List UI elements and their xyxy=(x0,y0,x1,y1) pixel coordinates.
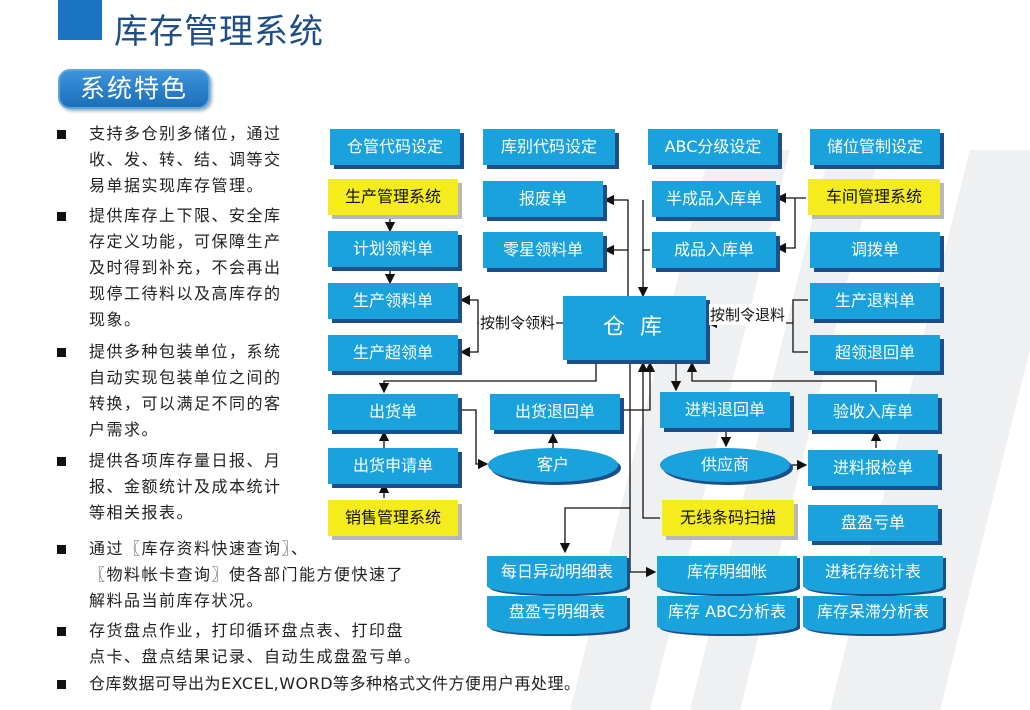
shipment-request-box: 出货申请单 xyxy=(328,448,458,484)
stocktake-detail-report: 盘盈亏明细表 xyxy=(487,596,627,634)
bin-control-setting-box: 储位管制设定 xyxy=(810,129,940,165)
feature-badge: 系统特色 xyxy=(58,69,210,109)
customer-node: 客户 xyxy=(488,448,618,482)
bullet-icon xyxy=(57,457,66,466)
stock-abc-report: 库存 ABC分析表 xyxy=(657,596,797,634)
transfer-box: 调拨单 xyxy=(810,232,940,268)
feature-3-line-1: 提供多种包装单位，系统 xyxy=(89,342,282,361)
feature-5-line-1: 通过〖库存资料快速查询〗、 xyxy=(89,539,309,558)
feature-4-line-3: 等相关报表。 xyxy=(89,503,195,522)
barcode-scan-box: 无线条码扫描 xyxy=(662,500,794,536)
bullet-icon xyxy=(57,130,66,139)
bullet-icon xyxy=(57,348,66,357)
stock-ledger-report: 库存明细帐 xyxy=(657,556,797,594)
odd-pick-box: 零星领料单 xyxy=(483,232,603,268)
sales-system-box: 销售管理系统 xyxy=(328,500,458,536)
feature-5-line-3: 解料品当前库存状况。 xyxy=(89,591,265,610)
feature-2-line-5: 现象。 xyxy=(89,310,142,329)
semi-finished-in-box: 半成品入库单 xyxy=(652,181,776,217)
bullet-icon xyxy=(57,680,66,689)
purchase-return-box: 进料退回单 xyxy=(660,392,790,428)
feature-1-line-3: 易单据实现库存管理。 xyxy=(89,176,265,195)
feature-3-line-4: 户需求。 xyxy=(89,420,160,439)
in-out-stats-report: 进耗存统计表 xyxy=(803,556,943,594)
location-code-setting-box: 库别代码设定 xyxy=(483,129,615,165)
feature-6-line-1: 存货盘点作业，打印循环盘点表、打印盘 xyxy=(89,621,405,640)
production-return-box: 生产退料单 xyxy=(810,283,940,319)
feature-6-line-2: 点卡、盘点结果记录、自动生成盘盈亏单。 xyxy=(89,647,422,666)
supplier-node: 供应商 xyxy=(660,448,790,482)
production-system-box: 生产管理系统 xyxy=(328,179,458,215)
purchase-inspection-box: 进料报检单 xyxy=(808,450,938,486)
feature-4-line-2: 报、金额统计及成本统计 xyxy=(89,477,282,496)
production-over-pick-box: 生产超领单 xyxy=(328,335,458,371)
production-pick-box: 生产领料单 xyxy=(328,283,458,319)
feature-2-line-4: 现停工待料以及高库存的 xyxy=(89,284,282,303)
bullet-icon xyxy=(57,212,66,221)
warehouse-code-setting-box: 仓管代码设定 xyxy=(330,129,460,165)
stock-stagnant-report: 库存呆滞分析表 xyxy=(803,596,943,634)
abc-grade-setting-box: ABC分级设定 xyxy=(648,129,778,165)
receiving-in-box: 验收入库单 xyxy=(808,394,938,430)
shipment-return-box: 出货退回单 xyxy=(490,394,620,430)
page-title: 库存管理系统 xyxy=(114,12,324,52)
feature-2-line-1: 提供库存上下限、安全库 xyxy=(89,206,282,225)
feature-1-line-1: 支持多仓别多储位，通过 xyxy=(89,124,282,143)
title-accent-bar xyxy=(58,0,102,40)
feature-2-line-3: 及时得到补充，不会再出 xyxy=(89,258,282,277)
plan-pick-box: 计划领料单 xyxy=(328,231,458,267)
bullet-icon xyxy=(57,627,66,636)
warehouse-box: 仓 库 xyxy=(563,296,706,360)
feature-2-line-2: 存定义功能，可保障生产 xyxy=(89,232,282,251)
feature-4-line-1: 提供各项库存量日报、月 xyxy=(89,451,282,470)
return-by-order-label: 按制令退料 xyxy=(709,304,787,325)
stocktake-diff-box: 盘盈亏单 xyxy=(808,505,938,541)
feature-7-line-1: 仓库数据可导出为EXCEL,WORD等多种格式文件方便用户再处理。 xyxy=(89,674,581,693)
over-pick-return-box: 超领退回单 xyxy=(810,335,940,371)
scrap-box: 报废单 xyxy=(483,181,603,217)
feature-3-line-2: 自动实现包装单位之间的 xyxy=(89,368,282,387)
feature-1-line-2: 收、发、转、结、调等交 xyxy=(89,150,282,169)
finished-in-box: 成品入库单 xyxy=(652,232,776,268)
pick-by-order-label: 按制令领料 xyxy=(479,312,557,333)
workshop-system-box: 车间管理系统 xyxy=(808,179,940,215)
feature-3-line-3: 转换，可以满足不同的客 xyxy=(89,394,282,413)
daily-change-report: 每日异动明细表 xyxy=(487,556,627,594)
feature-5-line-2: 〖物料帐卡查询〗使各部门能方便快速了 xyxy=(89,565,405,584)
shipment-box: 出货单 xyxy=(328,394,458,430)
bullet-icon xyxy=(57,545,66,554)
